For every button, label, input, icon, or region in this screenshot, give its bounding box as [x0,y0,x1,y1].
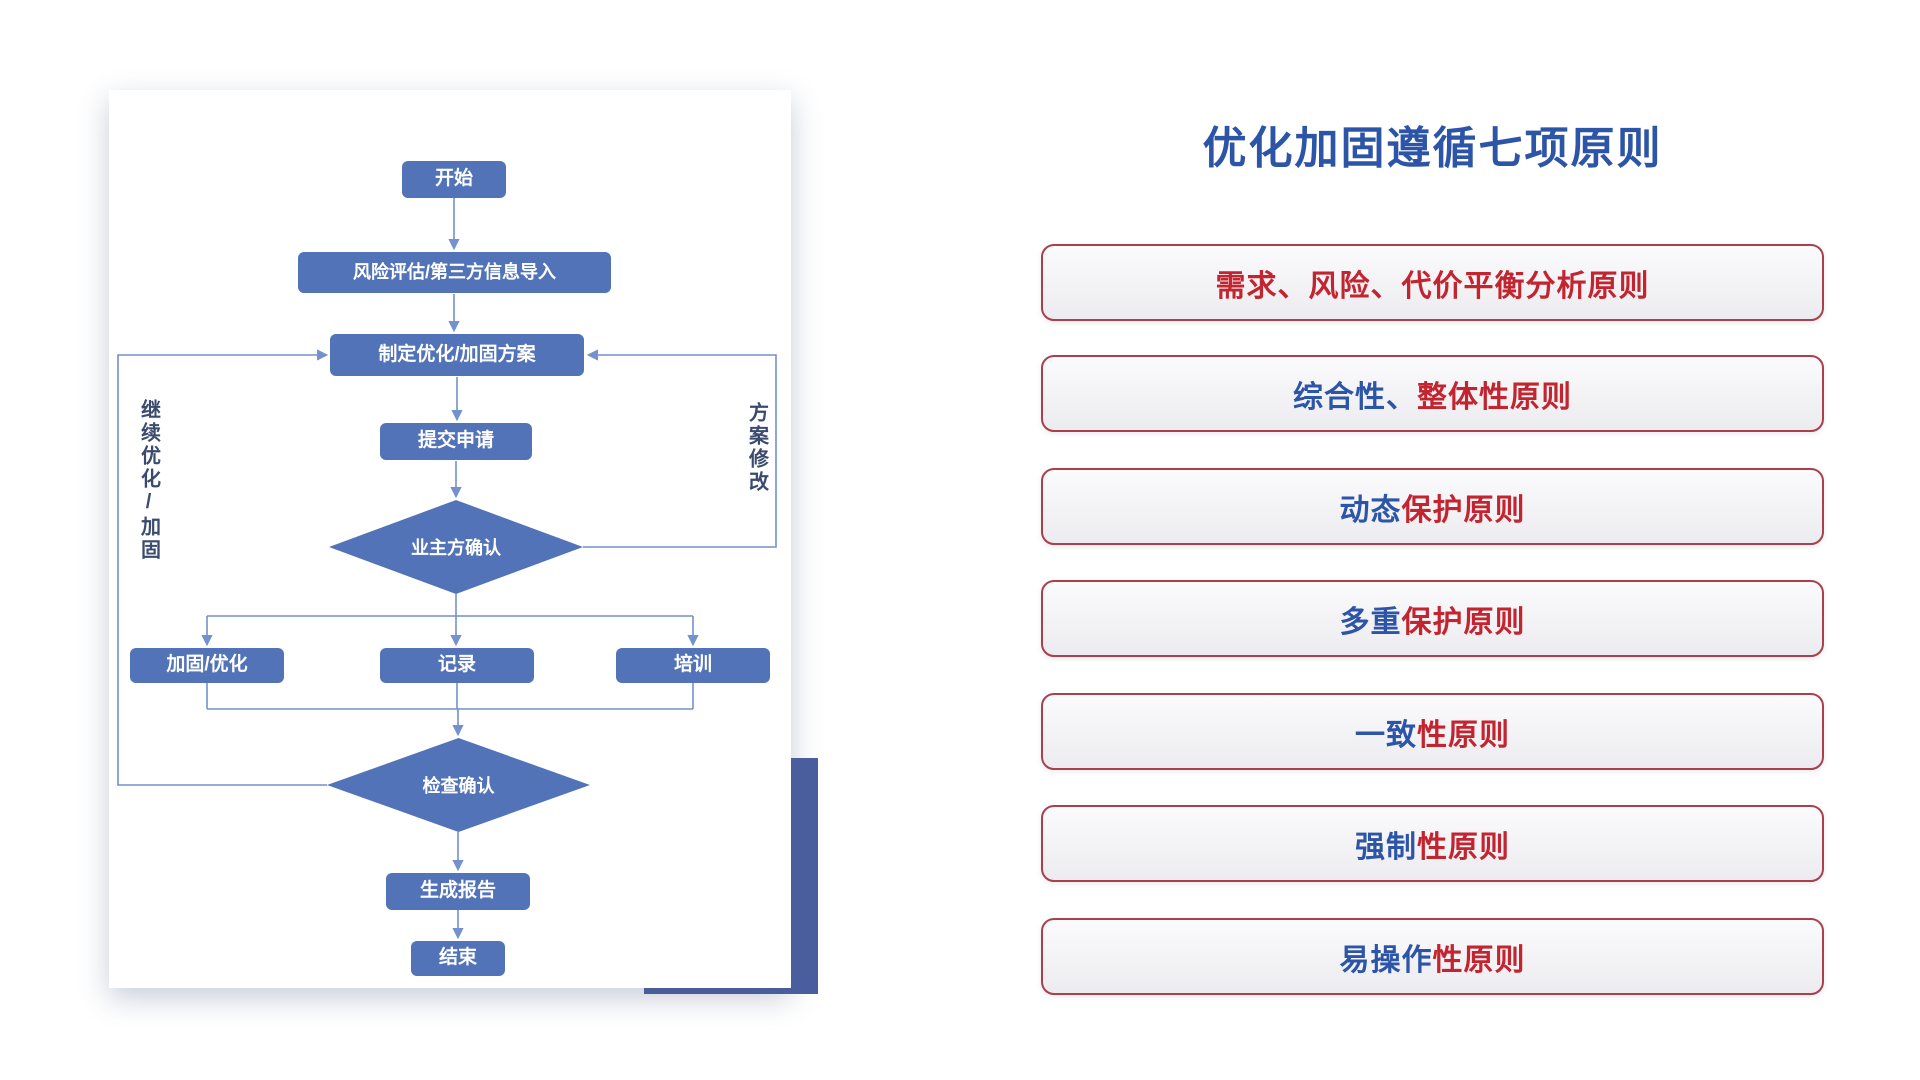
principle-item-5: 一致性原则 [1041,693,1824,770]
principle-text-blue: 多重 [1339,605,1402,639]
principle-item-6: 强制性原则 [1041,805,1824,882]
principle-item-7: 易操作性原则 [1041,918,1824,995]
principle-text-red: 保护原则 [1401,605,1526,639]
flowchart-card: 开始 风险评估/第三方信息导入 制定优化/加固方案 提交申请 业主方确认 加固/… [109,90,791,988]
flow-node-training: 培训 [616,648,770,683]
flow-node-submit: 提交申请 [380,423,532,460]
flow-node-label: 检查确认 [422,776,495,796]
edge-label-plan-modify: 方案修改 [745,401,768,494]
flow-node-risk-import: 风险评估/第三方信息导入 [298,252,611,293]
principle-text-blue: 强制 [1355,830,1417,864]
flow-node-report: 生成报告 [386,873,530,910]
page-title: 优化加固遵循七项原则 [1202,124,1663,173]
flowchart-connectors [117,198,777,940]
principle-text-red: 保护原则 [1401,493,1526,527]
principle-item-3: 动态保护原则 [1041,468,1824,545]
principle-text-red: 性原则 [1432,943,1526,977]
principle-text-red: 性原则 [1417,718,1510,752]
principle-text-red: 需求、风险、代价平衡分析原则 [1215,269,1650,303]
principle-item-1: 需求、风险、代价平衡分析原则 [1041,244,1824,321]
principle-text-blue: 一致 [1355,718,1417,752]
principle-text-red: 性原则 [1417,830,1510,864]
flow-node-reinforce: 加固/优化 [130,648,284,683]
principle-item-2: 综合性、整体性原则 [1041,355,1824,432]
flow-node-record: 记录 [380,648,534,683]
flow-node-label: 业主方确认 [411,538,501,558]
principle-text-blue: 综合性、 [1293,380,1417,414]
edge-label-continue-optimize: 继续优化/加固 [137,398,160,562]
flow-node-make-plan: 制定优化/加固方案 [330,334,584,376]
principle-text-blue: 动态 [1339,493,1402,527]
principle-text-blue: 易操作 [1339,943,1433,977]
principle-text-red: 整体性原则 [1417,380,1572,414]
principle-item-4: 多重保护原则 [1041,580,1824,657]
flow-node-end: 结束 [411,941,505,976]
flow-node-start: 开始 [402,161,506,198]
